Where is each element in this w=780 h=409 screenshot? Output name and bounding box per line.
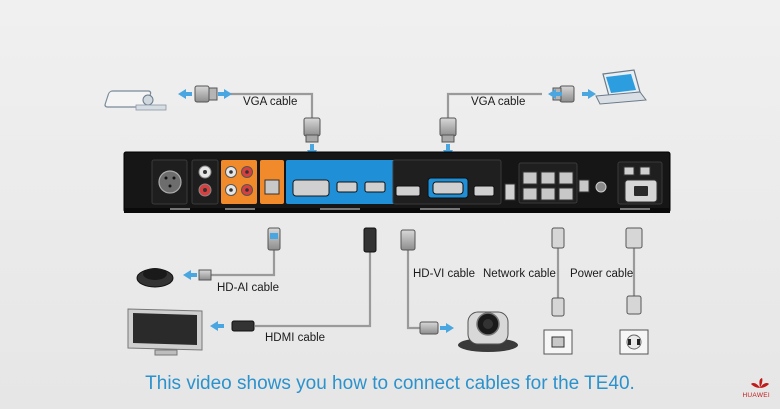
vga-cable-left (225, 92, 314, 118)
video-caption: This video shows you how to connect cabl… (145, 373, 635, 394)
vga-cable-right-label: VGA cable (471, 96, 526, 108)
monitor-icon (127, 308, 203, 356)
projector-icon (104, 90, 167, 111)
hdmi-cable-label: HDMI cable (265, 332, 326, 344)
arrow-icon (548, 89, 562, 99)
arrow-icon (210, 321, 224, 331)
audio-panel (221, 160, 257, 204)
arrow-icon (218, 89, 232, 99)
hdmi-cable (255, 252, 372, 328)
vga-cable-right (446, 92, 542, 118)
arrow-icon (443, 144, 453, 158)
arrow-icon (183, 270, 197, 280)
hd-vi-plug (400, 229, 439, 335)
camera-icon (458, 311, 518, 352)
power-outlet-icon (619, 329, 649, 355)
network-outlet-icon (543, 329, 573, 355)
arrow-icon (440, 323, 454, 333)
hd-ai-cable-label: HD-AI cable (217, 282, 279, 294)
arrow-icon (178, 89, 192, 99)
cables (210, 92, 636, 330)
hdmi-plug (231, 227, 377, 332)
microphone-icon (136, 268, 174, 288)
vga-cable-left-label: VGA cable (243, 96, 298, 108)
hd-vi-cable-label: HD-VI cable (413, 268, 475, 280)
vga-connector-right-plug (439, 117, 457, 143)
network-cable-label: Network cable (483, 268, 556, 280)
network-plug (551, 227, 565, 317)
hd-ai-cable (210, 250, 276, 277)
arrow-icon (582, 89, 596, 99)
brand-name: HUAWEI (742, 392, 770, 399)
hd-vi-cable (406, 250, 420, 330)
hd-ai-plug (198, 227, 281, 281)
vga-connector-left-device (194, 85, 218, 103)
power-plug (625, 227, 643, 315)
power-cable-label: Power cable (570, 268, 634, 280)
direction-arrows (178, 89, 596, 333)
laptop-icon (595, 69, 647, 105)
te40-rear-panel (123, 151, 671, 213)
vga-connector-left-plug (303, 117, 321, 143)
arrow-icon (307, 144, 317, 158)
huawei-logo (751, 378, 769, 388)
